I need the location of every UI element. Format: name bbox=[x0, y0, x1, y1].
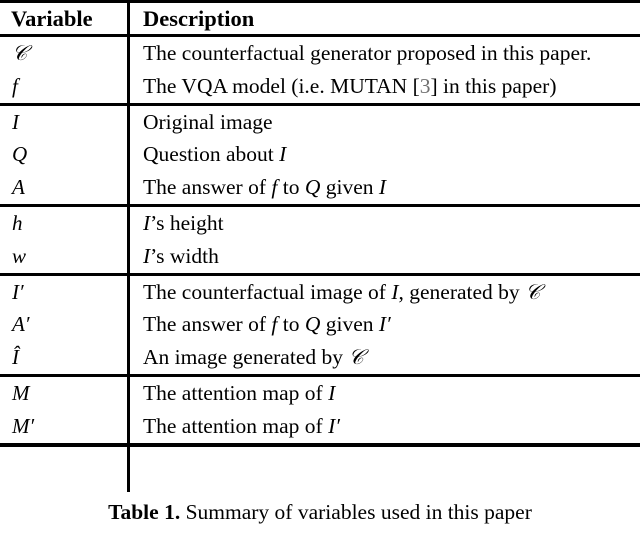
variable-symbol-w: w bbox=[12, 243, 27, 268]
cell-description: The answer of f to Q given I bbox=[143, 175, 387, 200]
cell-variable: M bbox=[0, 377, 127, 410]
table-rule-1 bbox=[0, 102, 640, 106]
cell-variable: Q bbox=[0, 138, 127, 171]
column-divider bbox=[127, 0, 130, 492]
cell-description: The attention map of I′ bbox=[143, 413, 340, 438]
citation-ref[interactable]: 3 bbox=[419, 73, 431, 98]
table-rule-3 bbox=[0, 272, 640, 276]
cell-description: The counterfactual image of I, generated… bbox=[143, 279, 541, 304]
table-header-group: Variable Description bbox=[0, 3, 640, 34]
table-group-5: M The attention map of I M′ The attentio… bbox=[0, 377, 640, 443]
cell-variable: Î bbox=[0, 341, 127, 374]
cell-variable: A bbox=[0, 171, 127, 204]
table-row: M′ The attention map of I′ bbox=[0, 410, 640, 443]
variable-symbol-Q: Q bbox=[12, 142, 28, 167]
table-group-3: h I’s height w I’s width bbox=[0, 207, 640, 273]
table-row: 𝒞 The counterfactual generator proposed … bbox=[0, 37, 640, 70]
table-header-row: Variable Description bbox=[0, 4, 640, 33]
variable-symbol-A-prime: A′ bbox=[12, 312, 30, 337]
cell-description: An image generated by 𝒞 bbox=[143, 345, 364, 370]
caption-text: Summary of variables used in this paper bbox=[185, 500, 532, 524]
table-rule-header bbox=[0, 34, 640, 37]
variable-symbol-M-prime: M′ bbox=[12, 413, 35, 438]
cell-variable: f bbox=[0, 70, 127, 103]
table-row: w I’s width bbox=[0, 240, 640, 273]
cell-description: Question about I bbox=[143, 142, 287, 167]
variable-symbol-M: M bbox=[12, 380, 30, 405]
header-cell-description: Description bbox=[143, 6, 255, 31]
variable-symbol-I-hat: Î bbox=[12, 345, 19, 370]
variable-symbol-I: I bbox=[12, 109, 19, 134]
variables-table: Variable Description 𝒞 The counterfactua… bbox=[0, 0, 640, 492]
table-rule-top bbox=[0, 0, 640, 3]
cell-variable: A′ bbox=[0, 308, 127, 341]
cell-description: I’s width bbox=[143, 243, 219, 268]
cell-variable: h bbox=[0, 207, 127, 240]
cell-description: The answer of f to Q given I′ bbox=[143, 312, 391, 337]
header-cell-variable: Variable bbox=[11, 6, 93, 31]
table-group-4: I′ The counterfactual image of I, genera… bbox=[0, 276, 640, 374]
cell-description: The counterfactual generator proposed in… bbox=[143, 41, 592, 65]
cell-variable: I′ bbox=[0, 276, 127, 309]
cell-description: I’s height bbox=[143, 210, 224, 235]
table-row: I Original image bbox=[0, 106, 640, 139]
variable-symbol-f: f bbox=[12, 73, 18, 98]
table-group-2: I Original image Q Question about I A Th… bbox=[0, 106, 640, 204]
cell-variable: I bbox=[0, 106, 127, 139]
table-row: A The answer of f to Q given I bbox=[0, 171, 640, 204]
variable-symbol-G: 𝒞 bbox=[12, 41, 28, 65]
cell-variable: M′ bbox=[0, 410, 127, 443]
table-row: f The VQA model (i.e. MUTAN [3] in this … bbox=[0, 70, 640, 103]
caption-label: Table 1. bbox=[108, 500, 181, 524]
variable-symbol-I-prime: I′ bbox=[12, 279, 24, 304]
cell-variable: w bbox=[0, 240, 127, 273]
table-rule-bottom bbox=[0, 442, 640, 447]
table-rule-2 bbox=[0, 203, 640, 207]
cell-description: Original image bbox=[143, 109, 273, 134]
cell-description: The attention map of I bbox=[143, 380, 336, 405]
table-group-1: 𝒞 The counterfactual generator proposed … bbox=[0, 37, 640, 103]
table-row: A′ The answer of f to Q given I′ bbox=[0, 308, 640, 341]
table-rule-4 bbox=[0, 373, 640, 377]
table-row: h I’s height bbox=[0, 207, 640, 240]
table-row: Q Question about I bbox=[0, 138, 640, 171]
table-row: Î An image generated by 𝒞 bbox=[0, 341, 640, 374]
cell-variable: 𝒞 bbox=[0, 37, 127, 70]
variable-symbol-A: A bbox=[12, 175, 25, 200]
cell-description: The VQA model (i.e. MUTAN [3] in this pa… bbox=[143, 73, 557, 98]
table-caption: Table 1. Summary of variables used in th… bbox=[0, 497, 640, 527]
table-row: I′ The counterfactual image of I, genera… bbox=[0, 276, 640, 309]
table-row: M The attention map of I bbox=[0, 377, 640, 410]
variable-symbol-h: h bbox=[12, 210, 23, 235]
